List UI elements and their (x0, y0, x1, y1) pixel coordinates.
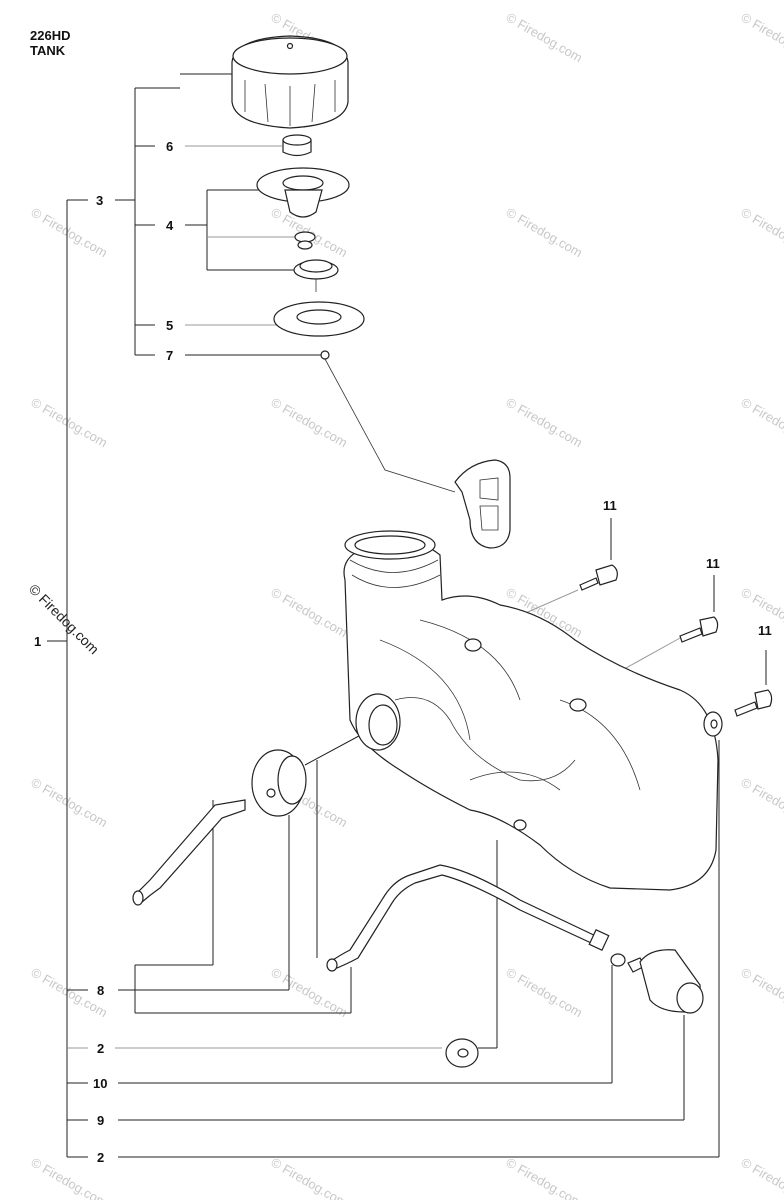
watermark-text: © Firedog.com (739, 1155, 784, 1200)
watermark-text: © Firedog.com (739, 10, 784, 66)
watermark-text: © Firedog.com (29, 205, 111, 261)
watermark-text: © Firedog.com (269, 965, 351, 1021)
watermark-text: © Firedog.com (739, 775, 784, 831)
gasket-ring (273, 301, 365, 337)
screw (679, 616, 719, 643)
tank-grommet (251, 749, 307, 817)
callout-11-right: 11 (758, 623, 772, 638)
callout-4: 4 (166, 218, 174, 233)
watermark-text: © Firedog.com (739, 395, 784, 451)
watermark-text: © Firedog.com (739, 965, 784, 1021)
callout-3: 3 (96, 193, 103, 208)
hose-clip (610, 953, 626, 967)
fuel-hose (326, 864, 610, 972)
callout-5: 5 (166, 318, 173, 333)
section-label: TANK (30, 43, 66, 58)
screw (579, 564, 618, 591)
model-label: 226HD (30, 28, 71, 43)
watermark-text: © Firedog.com (739, 205, 784, 261)
watermark-text: © Firedog.com (29, 395, 111, 451)
retainer-strap (320, 350, 511, 549)
callout-11-top: 11 (603, 498, 617, 513)
watermark-text: © Firedog.com (504, 1155, 586, 1200)
watermark-text: © Firedog.com (504, 10, 586, 66)
washer-bottom (445, 1038, 479, 1068)
callout-10: 10 (93, 1076, 107, 1091)
return-hose (132, 799, 246, 906)
cap-insert (256, 167, 350, 292)
fuel-cap (231, 35, 349, 129)
callout-2-side: 2 (97, 1150, 104, 1165)
callout-11-middle: 11 (706, 556, 720, 571)
callout-1: 1 (34, 634, 41, 649)
watermark-text: © Firedog.com (269, 1155, 351, 1200)
callout-6: 6 (166, 139, 173, 154)
watermark-text: © Firedog.com (504, 395, 586, 451)
watermark-text: © Firedog.com (504, 205, 586, 261)
fuel-tank (343, 530, 719, 891)
callout-2-washer: 2 (97, 1041, 104, 1056)
watermark-text: © Firedog.com (269, 585, 351, 641)
watermark-text: © Firedog.com (29, 775, 111, 831)
cap-seal (282, 134, 312, 157)
fuel-filter (627, 949, 704, 1014)
watermark-text: © Firedog.com (269, 395, 351, 451)
watermark-text: © Firedog.com (504, 965, 586, 1021)
screw (734, 689, 773, 717)
washer-side (703, 711, 723, 737)
callout-9: 9 (97, 1113, 104, 1128)
callout-7: 7 (166, 348, 173, 363)
callout-8: 8 (97, 983, 104, 998)
